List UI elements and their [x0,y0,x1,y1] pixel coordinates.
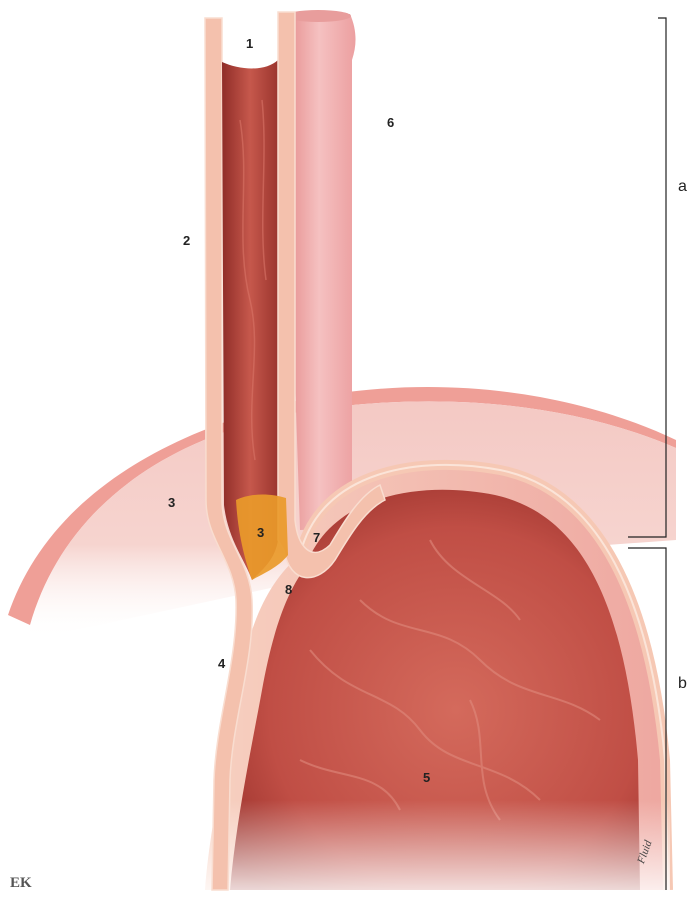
label-7: 7 [313,531,320,544]
label-3-diaphragm: 3 [168,496,175,509]
label-2: 2 [183,234,190,247]
label-6: 6 [387,116,394,129]
label-1: 1 [246,37,253,50]
bracket-label-a: a [678,179,687,195]
bottom-fade [200,800,670,906]
label-5: 5 [423,771,430,784]
label-8: 8 [285,583,292,596]
label-4: 4 [218,657,225,670]
publisher-logo: EK [10,876,32,891]
label-3-sphincter: 3 [257,526,264,539]
bracket-label-b: b [678,676,687,692]
